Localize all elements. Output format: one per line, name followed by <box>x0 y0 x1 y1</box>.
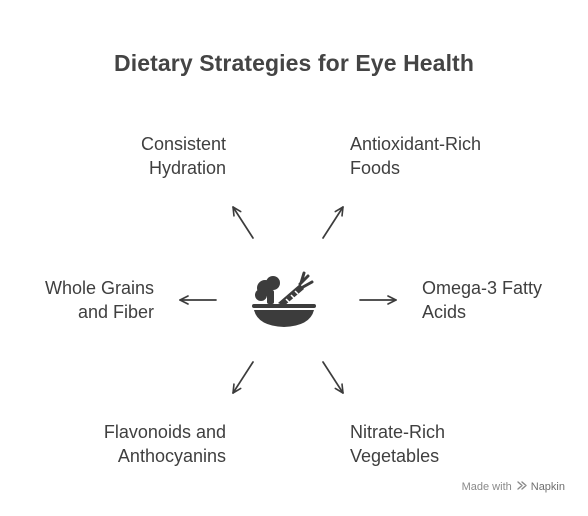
item-whole-grains-fiber: Whole Grains and Fiber <box>44 278 154 322</box>
item-flavonoids-anthocyanins: Flavonoids and Anthocyanins <box>103 422 226 466</box>
made-with-label: Made with <box>461 481 512 493</box>
item-omega-3-fatty-acids: Omega-3 Fatty Acids <box>422 278 543 322</box>
arrow-bottom-left <box>232 361 254 394</box>
item-antioxidant-rich-foods: Antioxidant-Rich Foods <box>350 134 482 178</box>
arrow-bottom-right <box>322 361 344 394</box>
napkin-brand-label: Napkin <box>530 481 565 493</box>
watermark: Made with Napkin <box>462 480 565 494</box>
arrow-top-left <box>232 206 254 239</box>
napkin-logo-icon <box>516 480 527 494</box>
item-nitrate-rich-vegetables: Nitrate-Rich Vegetables <box>350 422 446 466</box>
page-title: Dietary Strategies for Eye Health <box>114 50 474 76</box>
item-consistent-hydration: Consistent Hydration <box>140 134 226 178</box>
healthy-food-bowl-icon <box>248 268 320 332</box>
arrow-top-right <box>322 206 344 239</box>
